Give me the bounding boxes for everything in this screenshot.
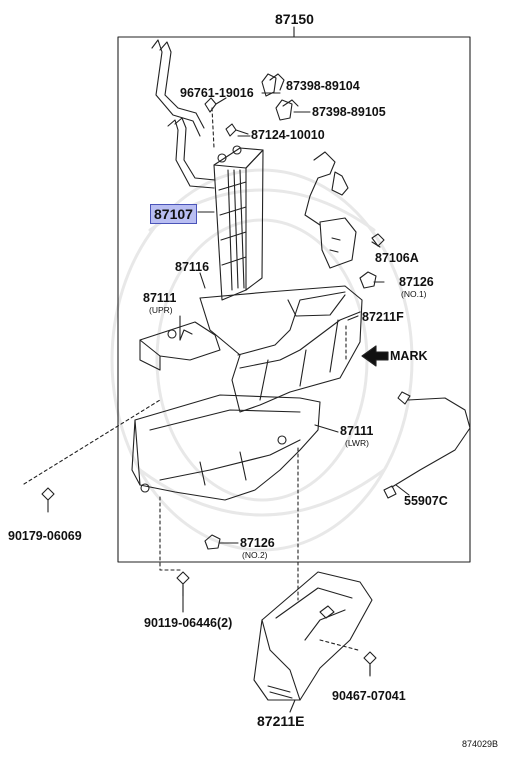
mark-arrow <box>361 345 389 367</box>
sensor-cable <box>383 391 471 499</box>
label-87111-upr[interactable]: 87111 <box>143 291 177 305</box>
label-96761-19016[interactable]: 96761-19016 <box>180 86 254 100</box>
small-clips <box>204 97 249 137</box>
clip-no1 <box>359 271 377 289</box>
label-90179-06069[interactable]: 90179-06069 <box>8 529 82 543</box>
lower-case <box>131 394 321 501</box>
clip-no2 <box>204 534 221 550</box>
label-87126-no1[interactable]: 87126 <box>399 275 434 289</box>
clamp-parts <box>261 73 299 121</box>
label-87398-89105[interactable]: 87398-89105 <box>312 105 386 119</box>
label-90467-07041[interactable]: 90467-07041 <box>332 689 406 703</box>
label-assembly-87150[interactable]: 87150 <box>275 11 314 27</box>
label-87111-upr-note: (UPR) <box>149 305 173 315</box>
unit-case-upper <box>139 285 363 413</box>
label-87111-lwr[interactable]: 87111 <box>340 424 374 438</box>
heater-core <box>151 39 264 301</box>
label-55907c[interactable]: 55907C <box>404 494 448 508</box>
bottom-case <box>253 571 373 701</box>
label-90119-06446[interactable]: 90119-06446(2) <box>144 616 233 630</box>
bolt-90179 <box>41 487 55 513</box>
label-87107-highlighted[interactable]: 87107 <box>150 204 197 224</box>
diagram-code: 874029B <box>462 739 499 749</box>
label-87211e[interactable]: 87211E <box>257 713 305 729</box>
label-87111-lwr-note: (LWR) <box>345 438 369 448</box>
label-87126-no1-note: (NO.1) <box>401 289 427 299</box>
label-87124-10010[interactable]: 87124-10010 <box>251 128 325 142</box>
label-87126-no2-note: (NO.2) <box>242 550 268 560</box>
wire-harness <box>304 151 385 269</box>
label-mark: MARK <box>390 349 428 363</box>
label-87106a[interactable]: 87106A <box>375 251 419 265</box>
screw-90467 <box>363 651 377 677</box>
label-87116[interactable]: 87116 <box>175 260 210 274</box>
label-87398-89104[interactable]: 87398-89104 <box>286 79 360 93</box>
bolt-90119 <box>176 571 190 597</box>
leader-lines <box>23 107 359 651</box>
label-87126-no2[interactable]: 87126 <box>240 536 275 550</box>
assembly-frame <box>117 26 471 563</box>
label-87211f[interactable]: 87211F <box>362 310 404 324</box>
